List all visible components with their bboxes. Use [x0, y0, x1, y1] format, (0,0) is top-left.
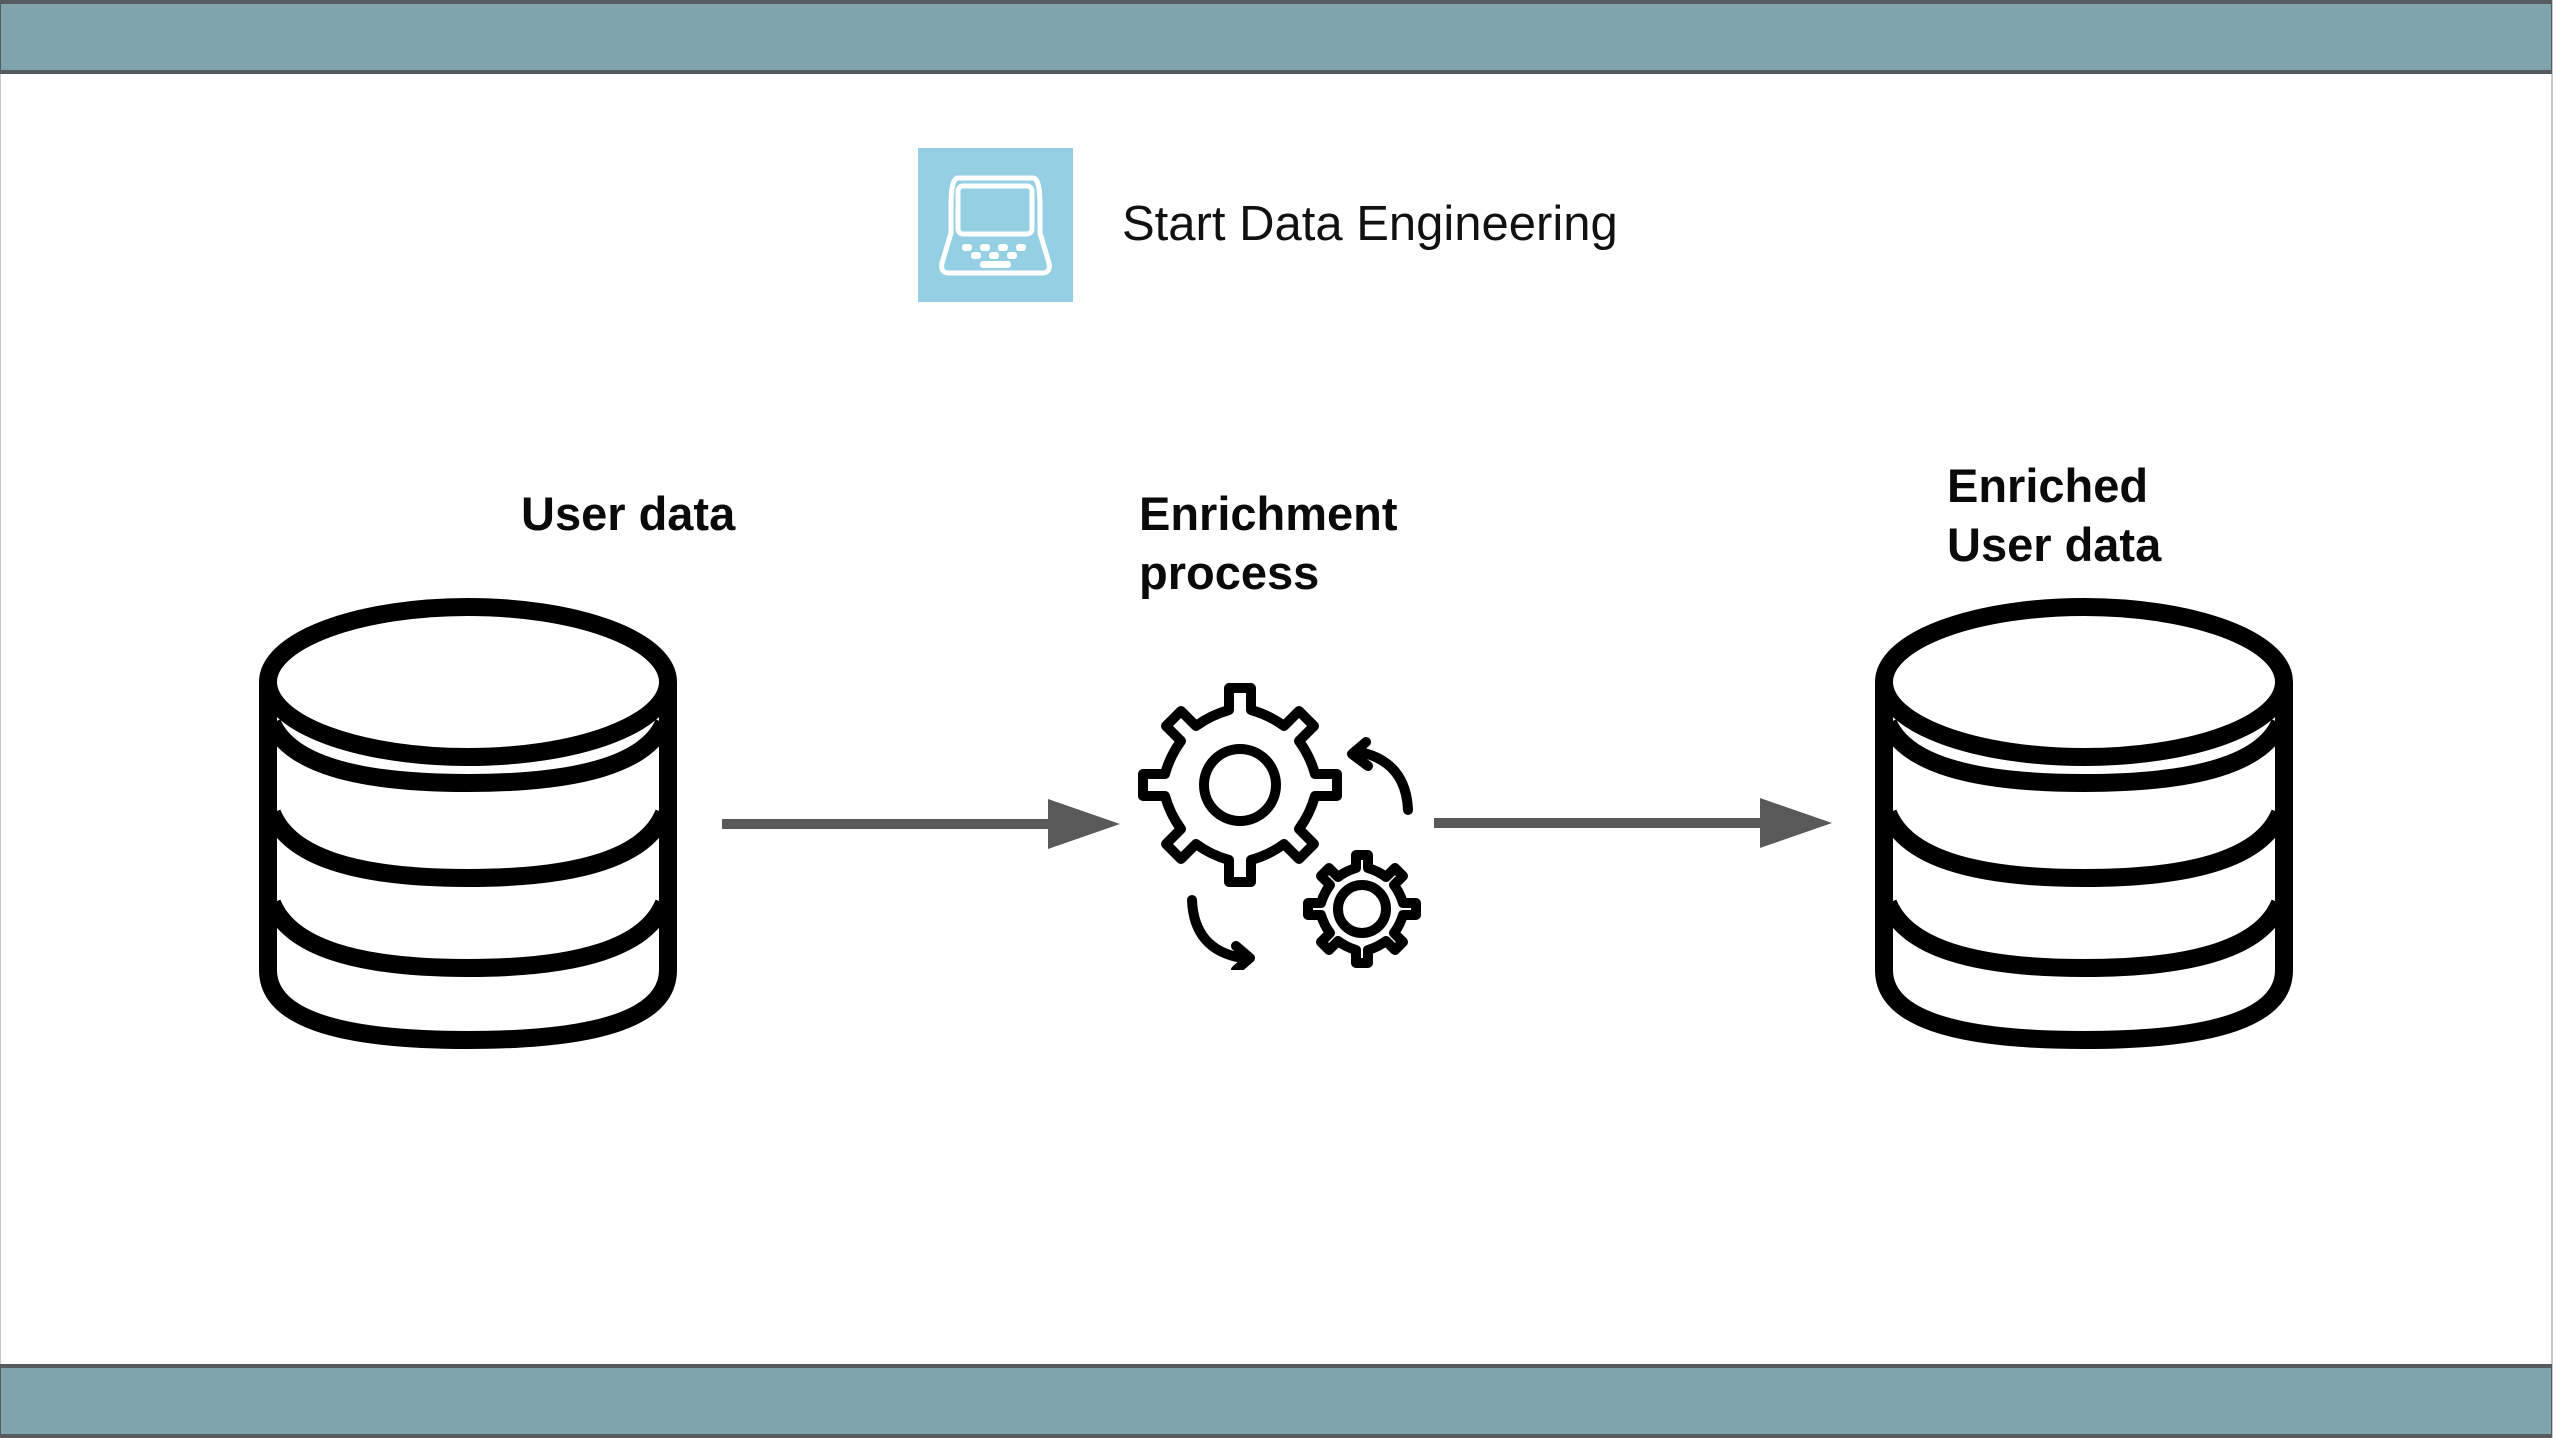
arrow-right-icon	[722, 799, 1120, 849]
target-label: Enriched User data	[1947, 456, 2161, 574]
brand-logo	[918, 148, 1073, 302]
arrow-right-icon	[1434, 798, 1832, 848]
process-label-line-2: process	[1139, 546, 1320, 599]
flow-arrow-process-to-target	[1434, 793, 1834, 853]
database-icon	[259, 598, 677, 1050]
target-label-line-2: User data	[1947, 518, 2162, 571]
process-label: Enrichment process	[1139, 484, 1398, 602]
flow-arrow-source-to-process	[722, 794, 1122, 854]
brand-title: Start Data Engineering	[1122, 197, 1618, 251]
gears-icon	[1138, 683, 1421, 970]
header-band	[0, 0, 2552, 74]
footer-band	[0, 1364, 2552, 1438]
slide-right-border	[2551, 0, 2553, 1438]
laptop-icon	[939, 175, 1052, 276]
slide-left-border	[0, 0, 1, 1438]
database-icon	[1875, 598, 2293, 1050]
source-label-line: User data	[521, 487, 736, 540]
process-gears	[1132, 680, 1422, 970]
process-label-line-1: Enrichment	[1139, 487, 1398, 540]
source-label: User data	[521, 484, 735, 543]
source-database	[258, 598, 678, 1050]
target-label-line-1: Enriched	[1947, 459, 2149, 512]
target-database	[1874, 598, 2294, 1050]
